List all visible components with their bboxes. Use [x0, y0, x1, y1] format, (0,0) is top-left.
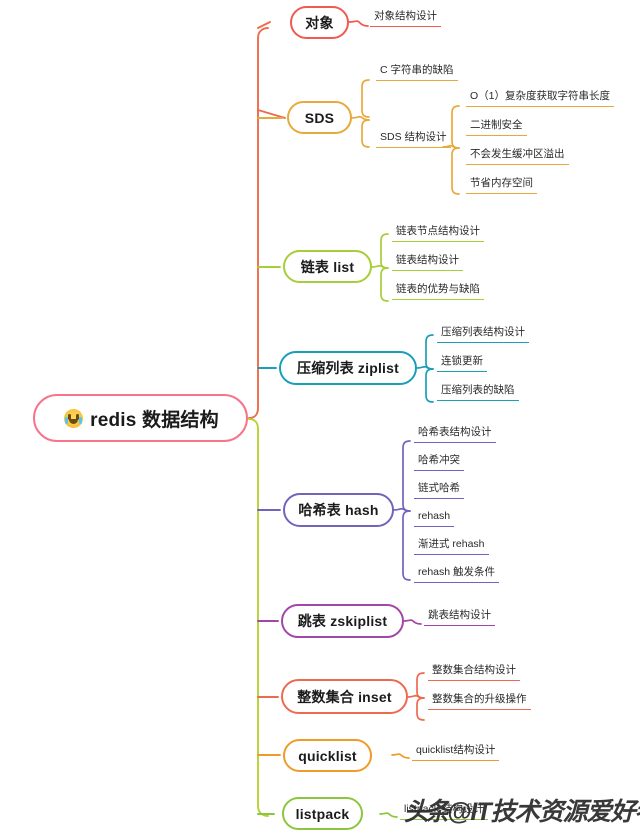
- leaf-inset-upgrade[interactable]: 整数集合的升级操作: [428, 692, 531, 710]
- leaf-label: quicklist结构设计: [416, 744, 496, 756]
- leaf-label: 哈希表结构设计: [418, 426, 492, 438]
- leaf-hash-chained[interactable]: 链式哈希: [414, 481, 464, 499]
- branch-label-ziplist: 压缩列表 ziplist: [297, 360, 399, 376]
- leaf-ziplist-structure[interactable]: 压缩列表结构设计: [437, 325, 529, 343]
- leaf-label: 链式哈希: [418, 482, 460, 494]
- leaf-label: rehash: [418, 510, 451, 522]
- branch-label-listpack: listpack: [295, 805, 350, 822]
- branch-label-sds: SDS: [304, 109, 335, 126]
- brace-sds: [351, 79, 370, 148]
- stub-object: [257, 21, 271, 29]
- brace-hash: [393, 440, 411, 581]
- leaf-label: 链表的优势与缺陷: [396, 283, 480, 295]
- root-node[interactable]: redis 数据结构: [33, 394, 248, 442]
- leaf-label: 压缩列表结构设计: [441, 326, 525, 338]
- branch-node-quicklist[interactable]: quicklist: [283, 739, 372, 772]
- brace-list: [371, 233, 389, 302]
- leaf-label: 压缩列表的缺陷: [441, 384, 515, 396]
- leaf-sds-structure[interactable]: SDS 结构设计: [376, 130, 451, 148]
- leaf-label: 渐进式 rehash: [418, 538, 485, 550]
- brace-quicklist: [391, 753, 410, 759]
- leaf-label: 不会发生缓冲区溢出: [470, 148, 565, 160]
- branch-node-listpack[interactable]: listpack: [282, 797, 363, 830]
- branch-label-zskiplist: 跳表 zskiplist: [297, 613, 388, 629]
- leaf-label: 连锁更新: [441, 355, 483, 367]
- leaf-object-structure[interactable]: 对象结构设计: [370, 9, 441, 27]
- lower-trunk-connector: [248, 418, 269, 817]
- leaf-label: 跳表结构设计: [428, 609, 491, 621]
- root-node-label: redis 数据结构: [90, 409, 219, 431]
- leaf-label: 二进制安全: [470, 119, 523, 131]
- brace-sds-struct: [442, 105, 460, 195]
- brace-object: [348, 20, 369, 27]
- branch-node-zskiplist[interactable]: 跳表 zskiplist: [281, 604, 404, 638]
- branch-label-inset: 整数集合 inset: [297, 688, 392, 705]
- branch-node-list[interactable]: 链表 list: [283, 250, 372, 283]
- branch-label-object: 对象: [305, 14, 334, 31]
- leaf-hash-rehash-trigger[interactable]: rehash 触发条件: [414, 565, 500, 583]
- crying-laughing-face-emoji: [64, 408, 84, 428]
- leaf-label: SDS 结构设计: [380, 131, 447, 143]
- brace-zskiplist: [403, 619, 422, 625]
- leaf-label: 对象结构设计: [374, 10, 437, 22]
- branch-label-hash: 哈希表 hash: [298, 502, 379, 518]
- leaf-sds-save-memory[interactable]: 节省内存空间: [466, 176, 537, 194]
- branch-label-list: 链表 list: [300, 258, 355, 275]
- leaf-hash-structure[interactable]: 哈希表结构设计: [414, 425, 496, 443]
- leaf-hash-collision[interactable]: 哈希冲突: [414, 453, 464, 471]
- branch-label-quicklist: quicklist: [298, 747, 357, 764]
- watermark-head: 头条: [404, 798, 450, 826]
- leaf-label: 节省内存空间: [470, 177, 533, 189]
- leaf-sds-o1-length[interactable]: O（1）复杂度获取字符串长度: [466, 89, 615, 107]
- leaf-ziplist-flaws[interactable]: 压缩列表的缺陷: [437, 383, 519, 401]
- leaf-quicklist-structure[interactable]: quicklist结构设计: [412, 743, 500, 761]
- brace-inset: [407, 672, 425, 721]
- leaf-sds-c-string-flaws[interactable]: C 字符串的缺陷: [376, 63, 458, 81]
- watermark-text: @IT技术资源爱好者: [447, 798, 640, 826]
- leaf-inset-structure[interactable]: 整数集合结构设计: [428, 663, 520, 681]
- leaf-list-structure[interactable]: 链表结构设计: [392, 253, 463, 271]
- leaf-listpack-structure[interactable]: listpack 结构设计: [400, 802, 488, 820]
- leaf-label: 链表节点结构设计: [396, 225, 480, 237]
- leaf-hash-progressive-rehash[interactable]: 渐进式 rehash: [414, 537, 489, 555]
- leaf-label: listpack 结构设计: [404, 803, 484, 815]
- leaf-label: O（1）复杂度获取字符串长度: [470, 90, 611, 102]
- branch-node-sds[interactable]: SDS: [287, 101, 352, 134]
- branch-node-ziplist[interactable]: 压缩列表 ziplist: [279, 351, 417, 385]
- leaf-list-pros-cons[interactable]: 链表的优势与缺陷: [392, 282, 484, 300]
- leaf-list-node-structure[interactable]: 链表节点结构设计: [392, 224, 484, 242]
- leaf-label: 整数集合的升级操作: [432, 693, 527, 705]
- branch-node-inset[interactable]: 整数集合 inset: [281, 679, 408, 714]
- leaf-zskiplist-structure[interactable]: 跳表结构设计: [424, 608, 495, 626]
- brace-ziplist: [416, 334, 434, 403]
- leaf-label: rehash 触发条件: [418, 566, 496, 578]
- brace-listpack: [379, 812, 398, 818]
- leaf-sds-binary-safe[interactable]: 二进制安全: [466, 118, 527, 136]
- leaf-hash-rehash[interactable]: rehash: [414, 509, 455, 527]
- leaf-sds-no-buffer-overflow[interactable]: 不会发生缓冲区溢出: [466, 147, 569, 165]
- branch-node-object[interactable]: 对象: [290, 6, 349, 39]
- leaf-label: 哈希冲突: [418, 454, 460, 466]
- leaf-label: 链表结构设计: [396, 254, 459, 266]
- branch-node-hash[interactable]: 哈希表 hash: [283, 493, 394, 527]
- leaf-ziplist-cascade-update[interactable]: 连锁更新: [437, 354, 487, 372]
- watermark: 头条@IT技术资源爱好者: [404, 792, 640, 828]
- leaf-label: 整数集合结构设计: [432, 664, 516, 676]
- leaf-label: C 字符串的缺陷: [380, 64, 454, 76]
- upper-trunk-connector: [248, 27, 286, 419]
